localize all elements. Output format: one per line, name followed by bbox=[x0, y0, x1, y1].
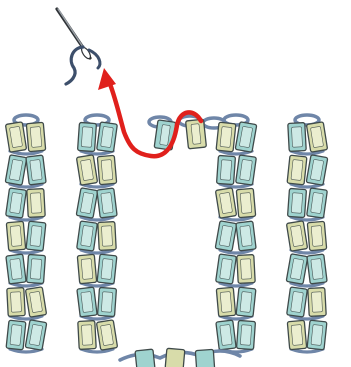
bead bbox=[307, 320, 327, 350]
bead bbox=[307, 188, 328, 218]
bead bbox=[186, 119, 207, 149]
bead bbox=[306, 122, 327, 152]
bead bbox=[7, 288, 25, 317]
thread-tail bbox=[66, 47, 83, 84]
bead bbox=[307, 221, 326, 250]
bead bbox=[306, 155, 328, 186]
bead bbox=[236, 188, 255, 217]
bead bbox=[287, 287, 308, 317]
bead bbox=[237, 255, 255, 284]
bead bbox=[288, 188, 307, 217]
bead bbox=[236, 287, 256, 317]
bead bbox=[26, 221, 46, 251]
bead bbox=[216, 320, 236, 350]
bead bbox=[78, 321, 96, 350]
bead bbox=[135, 349, 155, 367]
bead bbox=[308, 288, 326, 317]
bead bbox=[98, 222, 116, 251]
bead bbox=[217, 155, 236, 184]
bead bbox=[216, 254, 237, 284]
bead bbox=[26, 155, 46, 185]
bead bbox=[97, 122, 118, 152]
bead bbox=[76, 188, 98, 219]
bead bbox=[287, 320, 306, 349]
bead bbox=[6, 221, 25, 250]
bead bbox=[6, 188, 27, 218]
bead bbox=[287, 155, 307, 185]
bead bbox=[307, 254, 327, 284]
bead bbox=[5, 155, 27, 186]
bead bbox=[98, 287, 117, 316]
bead bbox=[27, 254, 46, 283]
bead bbox=[288, 123, 306, 152]
bead bbox=[27, 189, 45, 218]
bead bbox=[286, 221, 307, 251]
bead bbox=[216, 122, 236, 152]
bead bbox=[26, 122, 45, 151]
bead bbox=[76, 155, 97, 185]
bead bbox=[215, 221, 237, 252]
bead bbox=[215, 188, 236, 218]
bead bbox=[6, 254, 26, 284]
bead bbox=[77, 221, 98, 251]
bead bbox=[216, 287, 235, 316]
bead bbox=[25, 287, 46, 317]
bead bbox=[96, 320, 117, 350]
bead bbox=[97, 254, 117, 284]
bead bbox=[237, 320, 256, 349]
bead bbox=[5, 122, 26, 152]
bead bbox=[236, 155, 257, 185]
bottom-bridge bbox=[120, 348, 240, 367]
bead bbox=[77, 254, 96, 283]
bead bbox=[195, 349, 214, 367]
bead bbox=[78, 122, 97, 151]
bead bbox=[25, 320, 47, 351]
bead bbox=[165, 348, 185, 367]
bead bbox=[236, 221, 256, 251]
bead bbox=[286, 254, 308, 285]
bead bbox=[77, 287, 97, 317]
bead bbox=[97, 188, 117, 218]
bead bbox=[6, 320, 26, 350]
needle-icon bbox=[57, 9, 100, 84]
bead bbox=[97, 155, 116, 184]
